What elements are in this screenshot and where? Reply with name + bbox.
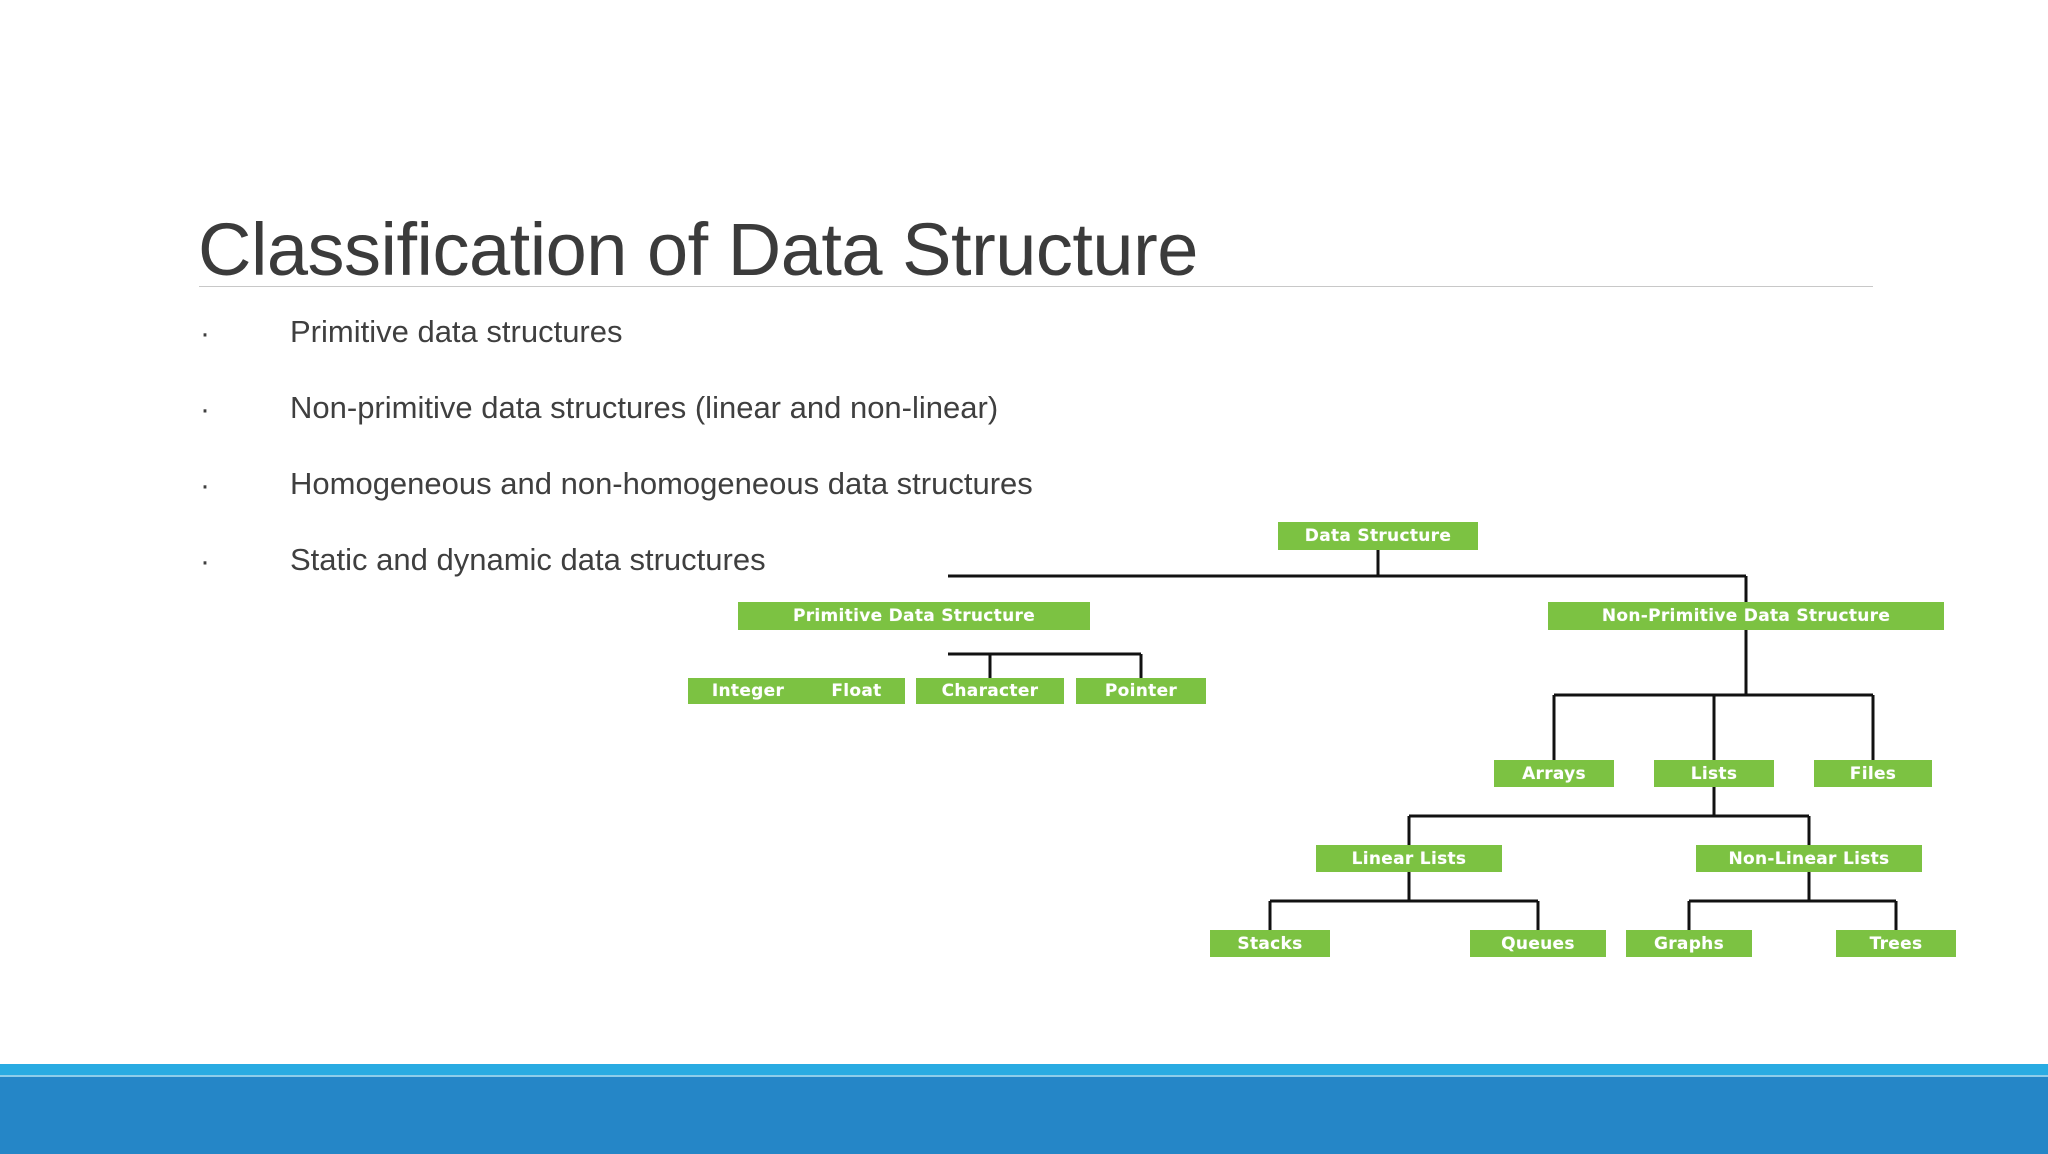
bullet-text: Static and dynamic data structures (290, 542, 766, 577)
list-item: · Homogeneous and non-homogeneous data s… (196, 462, 1596, 538)
diagram-node-label: Pointer (1104, 681, 1178, 701)
diagram-node-non-primitive-data-structure: Non-Primitive Data Structure (1548, 602, 1944, 630)
page-title: Classification of Data Structure (198, 207, 1198, 291)
bullet-marker-icon: · (200, 545, 210, 578)
diagram-node-label: Integer (711, 681, 785, 701)
footer-accent-bar-dark (0, 1075, 2048, 1154)
diagram-node-queues: Queues (1470, 930, 1606, 957)
diagram-node-float: Float (808, 678, 905, 704)
diagram-node-label: Non-Primitive Data Structure (1601, 606, 1891, 626)
list-item: · Static and dynamic data structures (196, 538, 1596, 614)
diagram-node-label: Graphs (1654, 933, 1724, 954)
diagram-node-stacks: Stacks (1210, 930, 1330, 957)
diagram-node-label: Queues (1501, 933, 1575, 954)
bullet-text: Non-primitive data structures (linear an… (290, 390, 999, 425)
bullet-text: Homogeneous and non-homogeneous data str… (290, 466, 1033, 501)
diagram-node-character: Character (916, 678, 1064, 704)
list-item: · Primitive data structures (196, 310, 1596, 386)
diagram-node-arrays: Arrays (1494, 760, 1614, 787)
list-item: · Non-primitive data structures (linear … (196, 386, 1596, 462)
footer-accent-bar-light (0, 1064, 2048, 1075)
bullet-marker-icon: · (200, 393, 210, 426)
bullet-marker-icon: · (200, 317, 210, 350)
diagram-node-label: Primitive Data Structure (792, 606, 1036, 626)
diagram-node-non-linear-lists: Non-Linear Lists (1696, 845, 1922, 872)
diagram-node-data-structure: Data Structure (1278, 522, 1478, 550)
title-divider (199, 286, 1873, 287)
diagram-node-pointer: Pointer (1076, 678, 1206, 704)
bullet-text: Primitive data structures (290, 314, 623, 349)
diagram-node-label: Stacks (1237, 933, 1303, 954)
diagram-connectors (948, 550, 1898, 930)
diagram-node-files: Files (1814, 760, 1932, 787)
diagram-node-label: Non-Linear Lists (1728, 848, 1890, 869)
diagram-node-label: Float (831, 681, 882, 701)
diagram-node-label: Lists (1690, 763, 1738, 784)
diagram-node-trees: Trees (1836, 930, 1956, 957)
diagram-node-label: Data Structure (1304, 526, 1452, 546)
diagram-node-label: Files (1849, 763, 1897, 784)
diagram-node-label: Character (941, 681, 1039, 701)
diagram-node-linear-lists: Linear Lists (1316, 845, 1502, 872)
diagram-node-graphs: Graphs (1626, 930, 1752, 957)
diagram-node-label: Arrays (1522, 763, 1586, 784)
bullet-list: · Primitive data structures · Non-primit… (196, 310, 1596, 614)
diagram-node-primitive-data-structure: Primitive Data Structure (738, 602, 1090, 630)
diagram-node-integer: Integer (688, 678, 808, 704)
bullet-marker-icon: · (200, 469, 210, 502)
diagram-node-label: Trees (1869, 933, 1923, 954)
diagram-node-label: Linear Lists (1351, 848, 1467, 869)
diagram-node-lists: Lists (1654, 760, 1774, 787)
